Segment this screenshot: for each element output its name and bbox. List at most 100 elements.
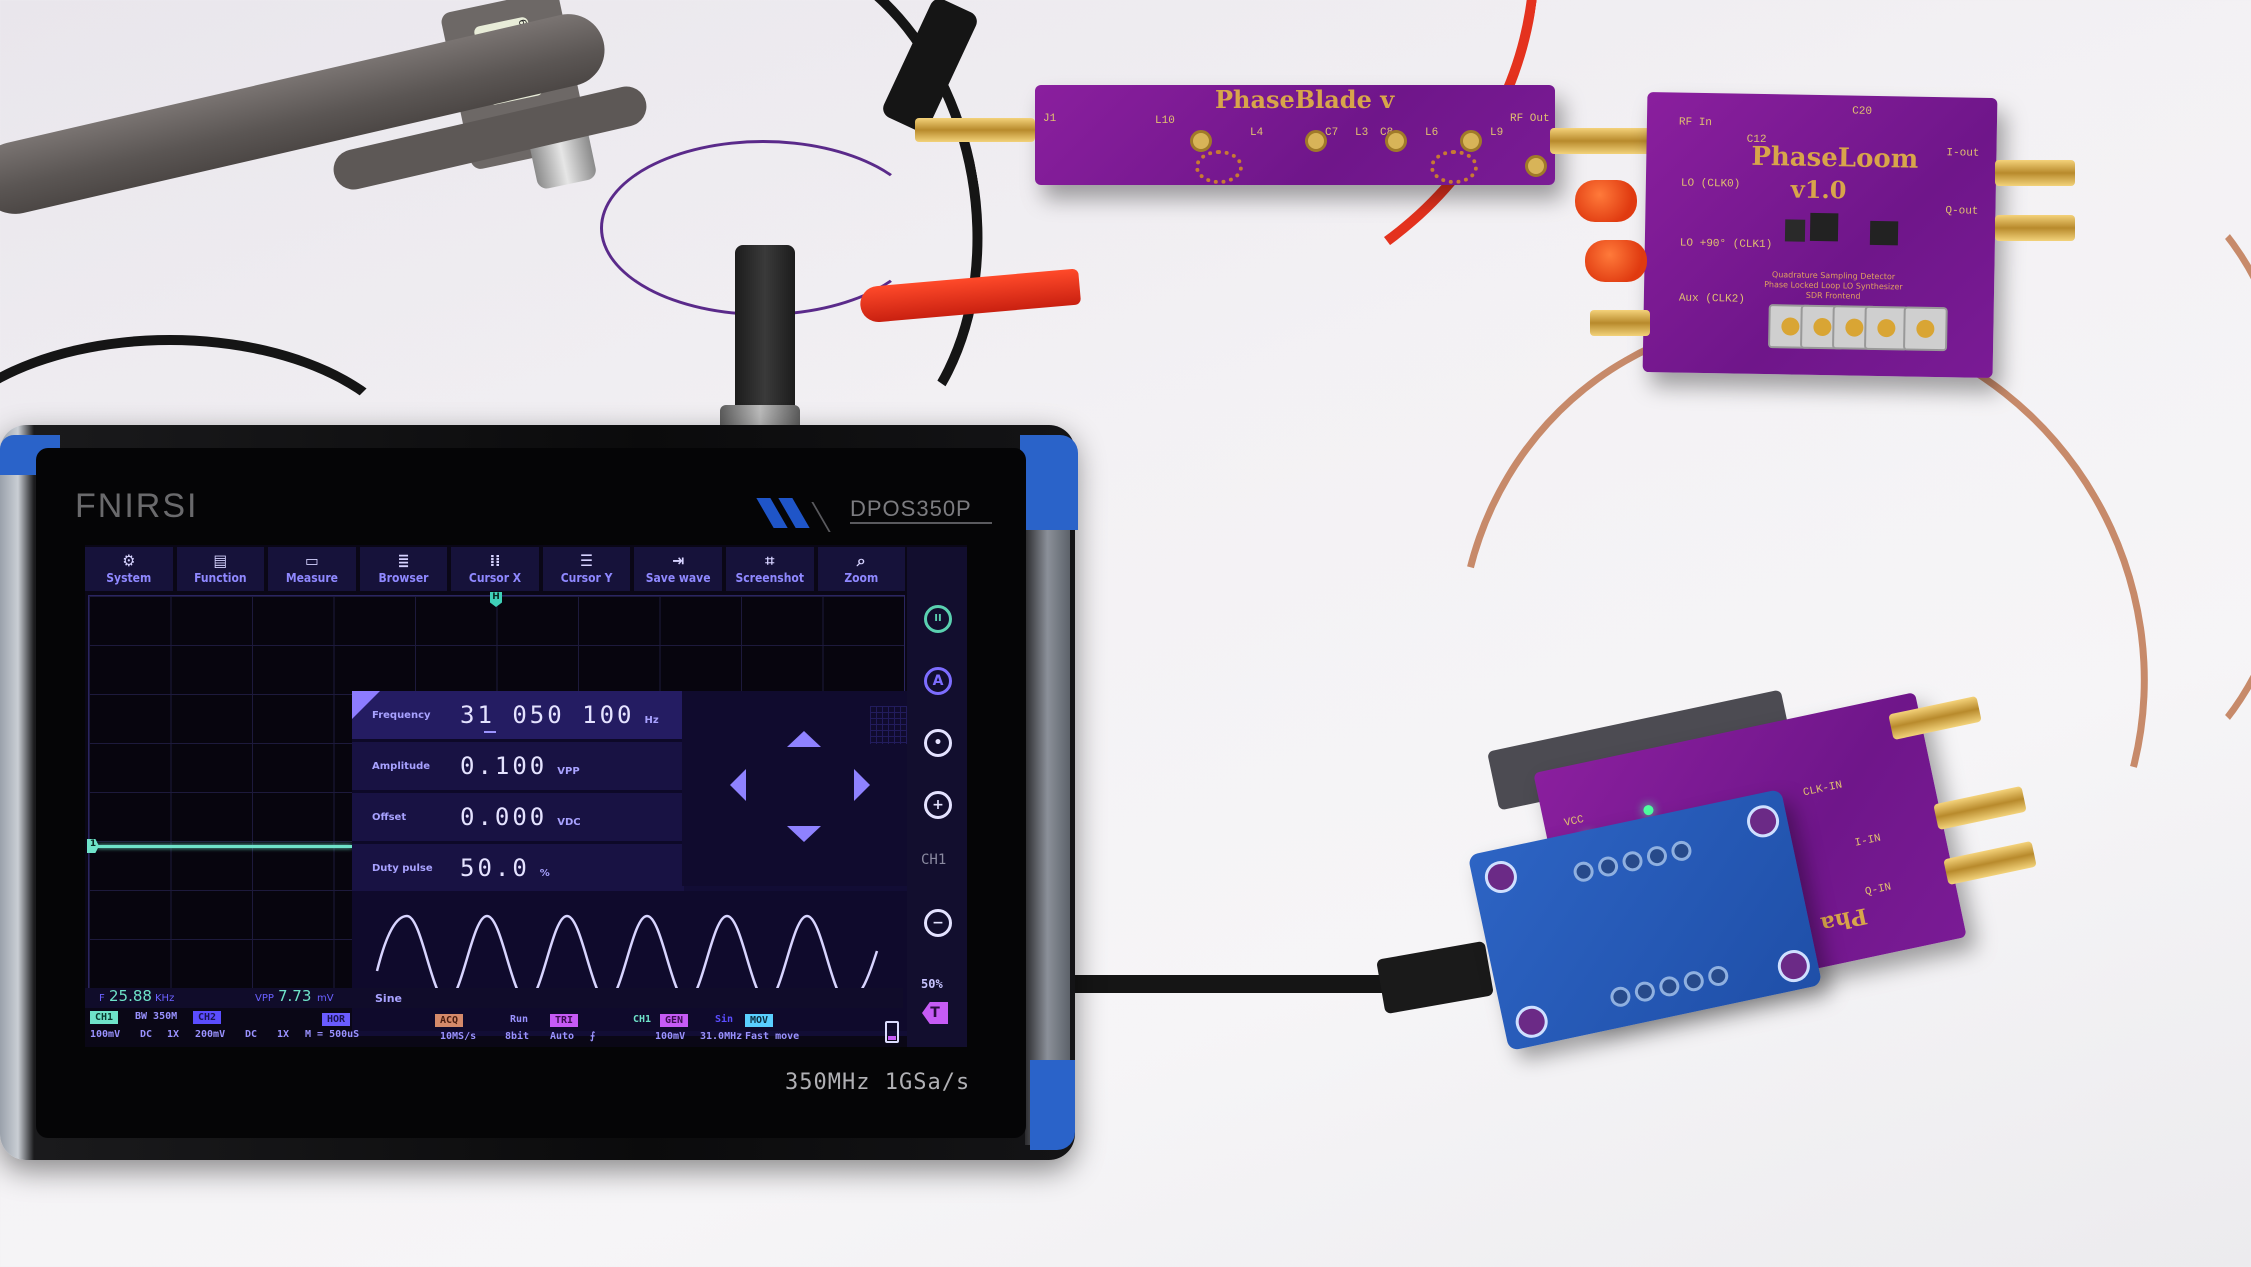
panel-corner-marker (352, 691, 380, 719)
board-subtitle: Quadrature Sampling Detector Phase Locke… (1764, 270, 1903, 302)
silk-l9: L9 (1490, 127, 1504, 139)
save-wave-icon: ⇥ (672, 551, 685, 570)
wave-type-label: Sine (375, 992, 402, 1005)
silk-c7: C7 (1325, 127, 1339, 139)
toolbar-screenshot-button[interactable]: ⌗Screenshot (725, 547, 814, 591)
toolbar-zoom-button[interactable]: ⌕Zoom (817, 547, 906, 591)
tri-tag[interactable]: TRI (550, 1014, 579, 1027)
hor-tag[interactable]: HOR (322, 1013, 351, 1026)
zoom-out-minus-icon[interactable]: − (924, 909, 952, 937)
timebase: M = 500uS (305, 1029, 360, 1040)
scope-screen: ⚙System ▤Function ▭Measure ≣Browser ⁞⁞Cu… (85, 545, 967, 1047)
toolbar-label: Cursor X (468, 571, 522, 585)
keypad-icon[interactable] (870, 706, 908, 744)
ch1-tag[interactable]: CH1 (90, 1011, 119, 1024)
move-mode: Fast move (745, 1031, 800, 1042)
amplitude-unit: VPP (557, 765, 580, 777)
center-icon[interactable]: • (924, 729, 952, 757)
waveform-grid[interactable]: 1 Frequency 31 050 100 Hz Amplitude 0.10… (87, 595, 908, 1036)
vpp-measure-value: 7.73 (278, 987, 312, 1005)
arrow-down-button[interactable] (787, 826, 821, 842)
duty-value[interactable]: 50.0 (460, 854, 530, 882)
mov-tag[interactable]: MOV (745, 1014, 774, 1027)
active-channel-label[interactable]: CH1 (921, 852, 947, 868)
cursor-y-icon: ☰ (580, 551, 594, 570)
gen-row-offset[interactable]: Offset 0.000 VDC (352, 793, 684, 844)
acq-tag[interactable]: ACQ (435, 1014, 464, 1027)
trigger-icon[interactable]: T (922, 1002, 948, 1024)
ch1-level-marker[interactable]: 1 (87, 839, 99, 853)
toolbar-label: Function (194, 571, 247, 585)
ch1-scale: 100mV (90, 1029, 121, 1040)
amplitude-value[interactable]: 0.100 (460, 752, 548, 780)
toolbar-save-wave-button[interactable]: ⇥Save wave (634, 547, 722, 591)
gen-row-duty[interactable]: Duty pulse 50.0 % (352, 844, 684, 895)
toolbar-label: Save wave (645, 571, 711, 585)
toolbar-cursor-x-button[interactable]: ⁞⁞Cursor X (451, 547, 539, 591)
ch2-probe: 1X (277, 1029, 290, 1040)
usb-cable (1065, 975, 1405, 993)
trigger-mode: Auto (550, 1031, 575, 1042)
trigger-level-percent[interactable]: 50% (921, 977, 943, 991)
offset-unit: VDC (557, 816, 581, 828)
monitor-icon: ▤ (213, 551, 228, 570)
offset-value[interactable]: 0.000 (460, 803, 548, 831)
measurement-bar: F 25.88 KHz VPP 7.73 mV Sine (85, 987, 903, 1008)
toolbar-measure-button[interactable]: ▭Measure (268, 547, 356, 591)
gen-row-amplitude[interactable]: Amplitude 0.100 VPP (352, 742, 684, 793)
adc-board-title: Pha (1818, 902, 1870, 938)
duty-label: Duty pulse (372, 862, 433, 874)
status-bar: CH1 BW 350M CH2 100mV DC 1X 200mV DC 1X … (85, 1009, 905, 1047)
silk-l10: L10 (1155, 115, 1175, 127)
frequency-value[interactable]: 31 050 100 (460, 701, 635, 729)
frequency-label: Frequency (372, 709, 431, 721)
vpp-measure-unit: mV (317, 993, 334, 1004)
tactile-button-sw5[interactable] (1902, 306, 1948, 352)
duty-unit: % (539, 867, 550, 879)
ch2-scale: 200mV (195, 1029, 226, 1040)
auto-set-icon[interactable]: A (924, 667, 952, 695)
ch2-tag[interactable]: CH2 (193, 1011, 222, 1024)
silk-l4: L4 (1250, 127, 1264, 139)
run-state[interactable]: Run (510, 1014, 529, 1025)
horizontal-trigger-marker[interactable]: H (490, 592, 502, 607)
zoom-in-plus-icon[interactable]: + (924, 791, 952, 819)
toolbar-cursor-y-button[interactable]: ☰Cursor Y (542, 547, 631, 591)
arrow-right-button[interactable] (854, 769, 870, 801)
freq-measure-value: 25.88 (109, 987, 152, 1005)
toolbar-function-button[interactable]: ▤Function (176, 547, 265, 591)
oscilloscope-side (1025, 465, 1070, 1145)
sma-connector-aux[interactable] (1590, 310, 1650, 336)
gen-row-frequency[interactable]: Frequency 31 050 100 Hz (352, 691, 684, 742)
trigger-edge-icon: ⨍ (590, 1031, 596, 1042)
toolbar-browser-button[interactable]: ≣Browser (359, 547, 448, 591)
pause-icon[interactable]: II (924, 605, 952, 633)
silk-i-out: I-out (1946, 147, 1980, 160)
sma-connector-q-out[interactable] (1995, 215, 2075, 241)
ruler-icon: ▭ (305, 551, 319, 570)
toolbar-system-button[interactable]: ⚙System (85, 547, 173, 591)
sample-rate: 10MS/s (440, 1031, 477, 1042)
tactile-button-sw4[interactable] (1864, 305, 1909, 351)
top-toolbar: ⚙System ▤Function ▭Measure ≣Browser ⁞⁞Cu… (85, 547, 906, 591)
silk-q-in: Q-IN (1864, 881, 1893, 899)
phaseloom-board: PhaseLoom v1.0 RF In LO (CLK0) LO +90° (… (1642, 91, 1998, 379)
phaseloom-title: PhaseLoom (1751, 141, 1919, 175)
arrow-up-button[interactable] (787, 731, 821, 747)
silk-c12-u5: C12 (1746, 133, 1767, 147)
phaseblade-board: PhaseBlade v L10 L4 C7 L3 C8 L6 L9 RF Ou… (1035, 85, 1555, 185)
vpp-measure-label: VPP (255, 993, 274, 1004)
digit-cursor (484, 731, 496, 733)
silk-gnd-3v3: C20 (1852, 105, 1873, 118)
inductor-coil (1195, 150, 1243, 184)
sma-connector-filter-in[interactable] (915, 118, 1035, 142)
toolbar-label: Screenshot (735, 571, 804, 585)
arrow-left-button[interactable] (730, 769, 746, 801)
sma-connector-i-out[interactable] (1995, 160, 2075, 186)
frequency-unit: Hz (644, 714, 659, 726)
offset-label: Offset (372, 811, 407, 823)
gen-tag[interactable]: GEN (660, 1014, 689, 1027)
gen-channel: CH1 (633, 1014, 652, 1025)
model-name: DPOS350P (850, 496, 992, 524)
battery-icon (885, 1021, 899, 1043)
